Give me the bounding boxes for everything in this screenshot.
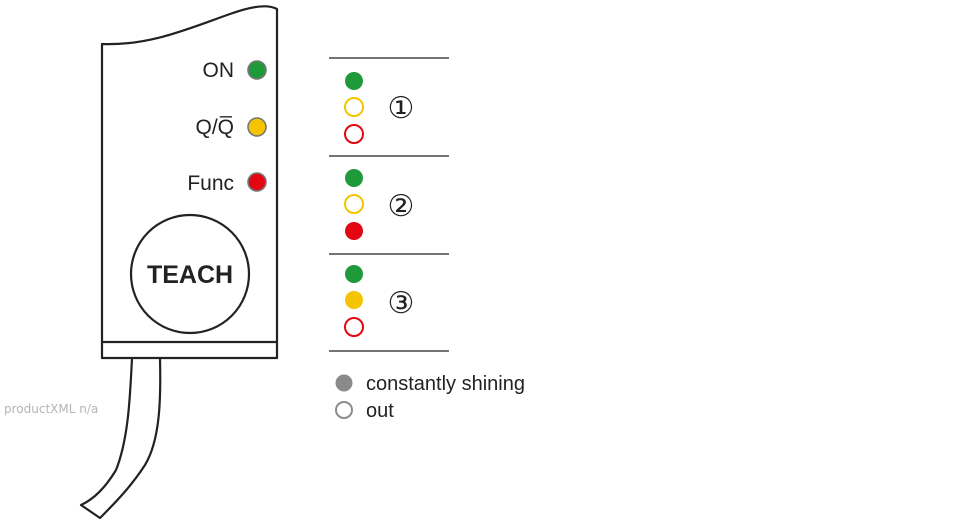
watermark-text: productXML n/a [4,402,98,416]
state-3-led-red [344,317,364,337]
state-2-led-red [345,222,363,240]
led-label-on: ON [203,59,235,82]
legend-out-label: out [366,400,394,422]
sensor-led-on: ON [203,59,267,82]
state-1-number: ① [388,91,415,126]
teach-button[interactable]: TEACH [129,213,251,335]
legend: constantly shining out [335,373,525,422]
led-label-q: Q/Q̅ [195,116,234,139]
led-q-indicator [247,117,267,137]
state-1-led-yellow [344,97,364,117]
state-2-led-yellow [344,194,364,214]
state-3-led-yellow [345,291,363,309]
sensor-led-q: Q/Q̅ [195,116,267,139]
state-1-led-red [344,124,364,144]
legend-out-icon [335,401,353,419]
state-2: ② [344,169,415,240]
state-2-number: ② [388,189,415,224]
led-func-indicator [247,172,267,192]
state-1: ① [344,72,415,144]
teach-button-label: TEACH [147,261,233,289]
legend-shining-icon [335,374,353,392]
state-1-led-green [345,72,363,90]
state-3: ③ [344,265,415,337]
teach-button-circle[interactable] [129,213,251,335]
legend-shining-label: constantly shining [366,373,525,395]
state-table-lines [329,57,449,352]
led-label-func: Func [187,172,234,195]
sensor-led-func: Func [187,172,267,195]
state-3-led-green [345,265,363,283]
state-3-number: ③ [388,286,415,321]
cable [79,357,162,520]
state-2-led-green [345,169,363,187]
led-on-indicator [247,60,267,80]
